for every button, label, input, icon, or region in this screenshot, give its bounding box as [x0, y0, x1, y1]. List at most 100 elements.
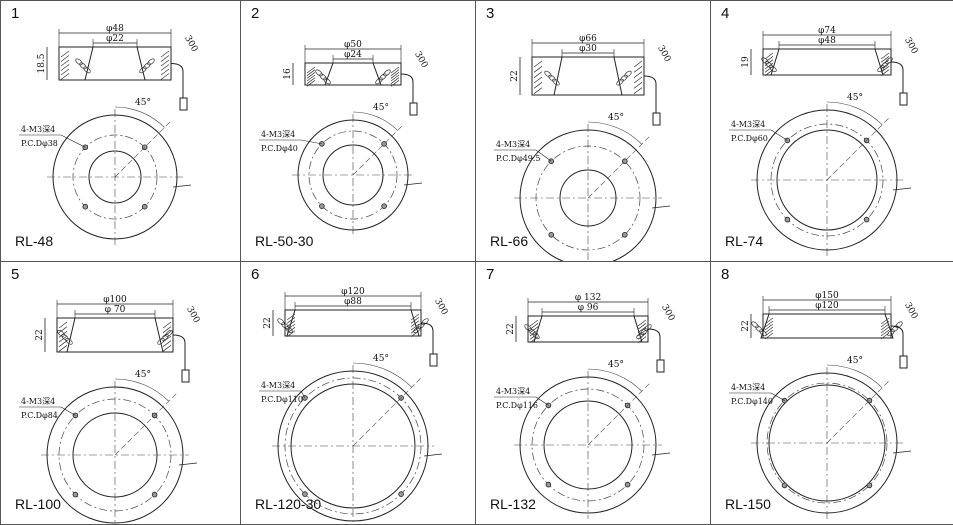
ring-body-outline — [304, 62, 402, 86]
cable — [420, 322, 434, 354]
leader-line — [770, 392, 785, 401]
cable — [400, 73, 414, 103]
cable — [890, 61, 904, 93]
outer-diameter-label: φ50 — [344, 40, 362, 50]
mounting-hole — [302, 395, 308, 401]
cell-number: 7 — [486, 266, 495, 283]
hole-spec-label: 4-M3深4 — [496, 140, 530, 149]
cable — [170, 63, 184, 98]
leader-line — [60, 134, 86, 148]
pcd-label: P.C.Dφ84 — [21, 411, 58, 420]
model-label: RL-74 — [725, 233, 764, 249]
angle-line — [114, 120, 172, 178]
mounting-hole — [319, 203, 325, 209]
leader-line — [60, 406, 76, 416]
leader-line — [535, 149, 552, 162]
connector — [409, 102, 418, 116]
pcd-label: P.C.Dφ38 — [21, 139, 58, 148]
section-hatch — [531, 56, 645, 96]
inner-diameter-label: φ48 — [818, 36, 836, 46]
ring-body-outline — [762, 313, 892, 339]
angle-line — [826, 116, 891, 181]
cable — [172, 334, 186, 370]
hole-spec-label: 4-M3深4 — [21, 125, 55, 134]
ring-body-outline — [284, 309, 422, 337]
angle-label: 45° — [373, 354, 389, 364]
inner-diameter-label: φ30 — [579, 44, 597, 54]
outer-diameter-label: φ48 — [106, 24, 124, 34]
outer-diameter-label: φ 132 — [575, 293, 601, 303]
mounting-hole — [621, 231, 628, 238]
ring-body-outline — [527, 315, 649, 343]
mounting-hole — [398, 491, 404, 497]
mounting-hole — [545, 481, 552, 488]
inner-circle — [776, 129, 878, 231]
inner-diameter-label: φ 96 — [578, 303, 599, 313]
cable-length-label: 300 — [659, 303, 676, 323]
inner-diameter-label: φ120 — [815, 301, 839, 311]
leader-line — [300, 390, 306, 399]
outer-diameter-label: φ100 — [103, 295, 127, 305]
ring-body-outline — [762, 48, 892, 76]
cable — [890, 325, 904, 356]
connector — [652, 112, 661, 126]
cable-length-label: 300 — [182, 34, 199, 54]
angle-line — [114, 393, 177, 456]
mounting-hole — [548, 158, 555, 165]
angle-arc — [114, 378, 169, 402]
cable-length-label: 300 — [412, 50, 429, 70]
cell-number: 8 — [721, 266, 730, 283]
angle-label: 45° — [135, 98, 151, 108]
cable-exit — [178, 462, 198, 466]
angle-label: 45° — [847, 93, 863, 103]
mounting-hole — [781, 397, 788, 404]
pcd-circle — [72, 134, 158, 220]
mounting-hole — [863, 216, 870, 223]
hole-spec-label: 4-M3深4 — [731, 120, 765, 129]
angle-arc — [826, 364, 883, 389]
cable-exit — [172, 184, 192, 188]
hole-spec-label: 4-M3深4 — [261, 130, 295, 139]
leader-line — [300, 139, 322, 145]
cable-exit — [651, 452, 671, 456]
cell-number: 5 — [11, 266, 20, 283]
mounting-hole — [82, 203, 89, 210]
connector — [181, 369, 190, 383]
section-hatch — [277, 309, 429, 337]
connector — [899, 92, 908, 106]
inner-diameter-label: φ88 — [344, 297, 362, 307]
leader-line — [535, 396, 549, 406]
inner-diameter-label: φ22 — [106, 34, 124, 44]
mounting-hole — [72, 412, 79, 419]
section-hatch — [58, 46, 172, 81]
height-label: 22 — [263, 317, 273, 328]
inner-circle — [88, 150, 142, 204]
hole-spec-label: 4-M3深4 — [21, 397, 55, 406]
outer-diameter-label: φ120 — [341, 287, 365, 297]
leader-line — [770, 129, 788, 141]
section-hatch — [56, 317, 174, 353]
height-label: 19 — [741, 56, 751, 68]
mounting-hole — [784, 216, 791, 223]
mounting-hole — [302, 491, 308, 497]
